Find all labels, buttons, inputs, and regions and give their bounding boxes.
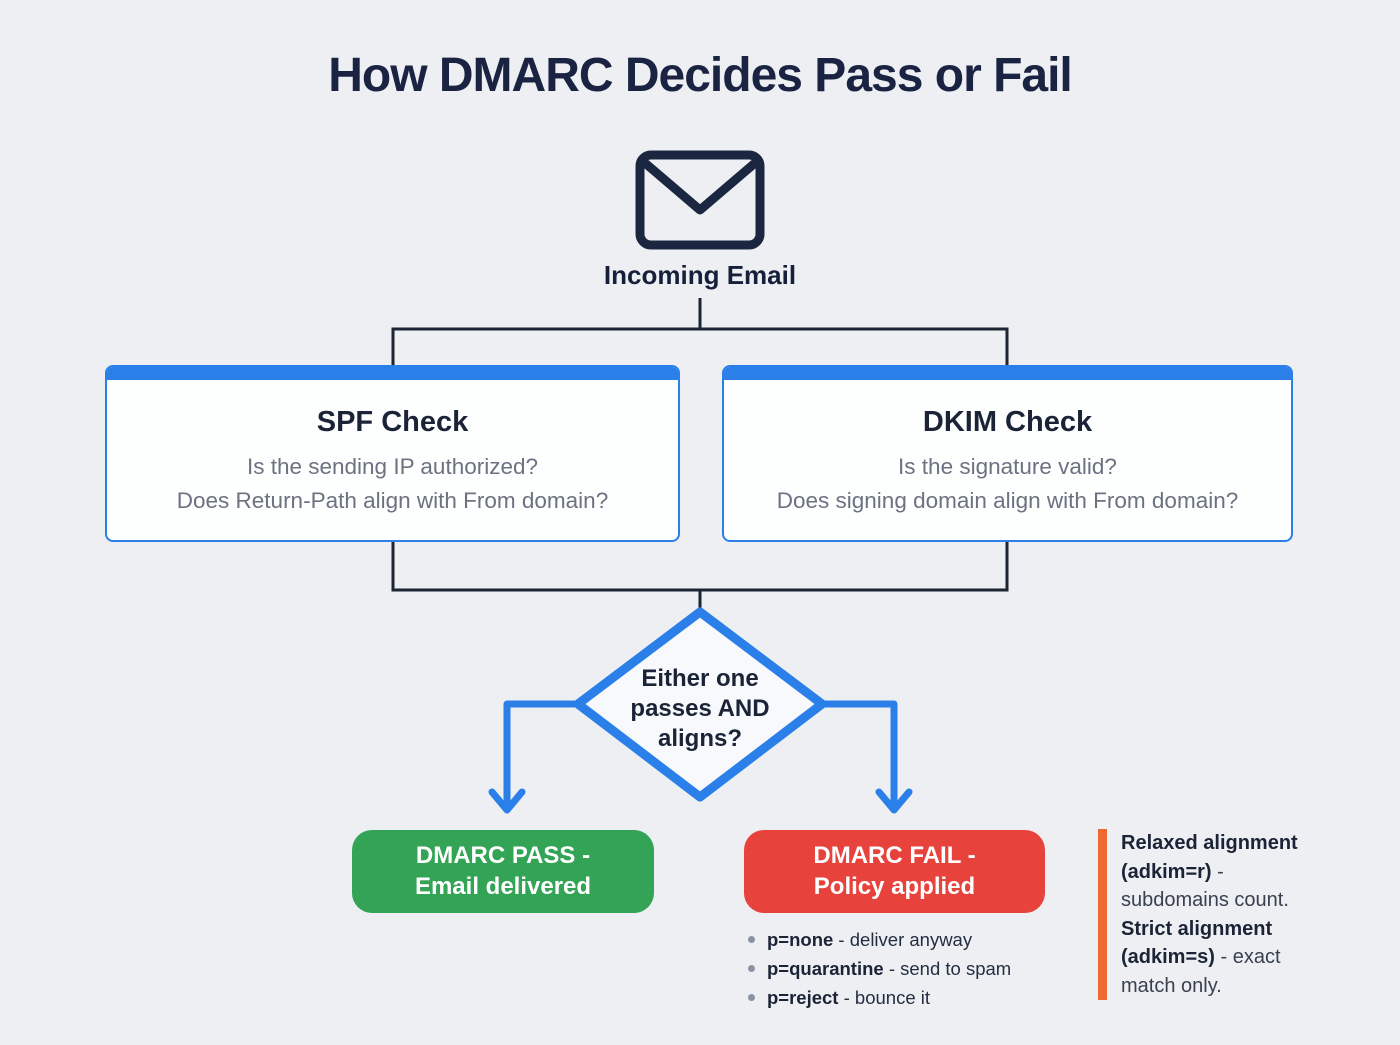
alignment-note: Relaxed alignment (adkim=r) - subdomains…	[1098, 829, 1335, 1000]
spf-check-description: Is the sending IP authorized? Does Retur…	[107, 450, 678, 518]
dkim-check-description: Is the signature valid? Does signing dom…	[724, 450, 1291, 518]
bullet-dot	[748, 965, 755, 972]
fail-result-line1: DMARC FAIL -	[813, 842, 976, 869]
bullet-text: p=none - deliver anyway	[767, 929, 973, 950]
policy-bullet-1: p=quarantine - send to spam	[748, 957, 1011, 980]
spf-check-line1: Is the sending IP authorized?	[246, 454, 539, 479]
spf-box-top-bar	[107, 367, 678, 380]
dmarc-fail-result: DMARC FAIL - Policy applied	[744, 830, 1045, 913]
pass-result-line2: Email delivered	[414, 873, 592, 900]
dkim-check-line1: Is the signature valid?	[898, 454, 1117, 479]
dmarc-pass-result: DMARC PASS - Email delivered	[352, 830, 654, 913]
note-accent-bar	[1098, 829, 1107, 1000]
decision-line2: passes AND	[630, 695, 770, 722]
bullet-text: p=quarantine - send to spam	[767, 958, 1012, 979]
note-text: Relaxed alignment (adkim=r) - subdomains…	[1121, 832, 1298, 997]
dkim-check-title: DKIM Check	[922, 406, 1093, 438]
dkim-box-top-bar	[724, 367, 1291, 380]
bullet-dot	[748, 994, 755, 1001]
decision-line1: Either one	[641, 665, 759, 692]
policy-bullet-0: p=none - deliver anyway	[748, 928, 1011, 951]
policy-bullet-list: p=none - deliver anyway p=quarantine - se…	[748, 928, 1011, 1015]
policy-bullet-2: p=reject - bounce it	[748, 986, 1011, 1009]
decision-line3: aligns?	[657, 725, 742, 752]
dkim-check-line2: Does signing domain align with From doma…	[776, 488, 1239, 513]
dkim-check-box: DKIM Check Is the signature valid? Does …	[722, 365, 1293, 542]
envelope-icon	[635, 150, 765, 250]
arrow-to-pass	[503, 700, 578, 810]
pass-result-line1: DMARC PASS -	[415, 842, 591, 869]
arrow-to-pass-head	[488, 788, 526, 814]
spf-check-line2: Does Return-Path align with From domain?	[176, 488, 609, 513]
decision-question: Either one passes AND aligns?	[590, 664, 810, 754]
spf-check-box: SPF Check Is the sending IP authorized? …	[105, 365, 680, 542]
bullet-dot	[748, 936, 755, 943]
arrow-to-fail	[822, 700, 898, 810]
decision-diamond	[573, 607, 827, 802]
incoming-email-label: Incoming Email	[603, 260, 797, 290]
arrow-to-fail-head	[875, 788, 913, 814]
page-title: How DMARC Decides Pass or Fail	[328, 49, 1073, 102]
fail-result-line2: Policy applied	[813, 873, 976, 900]
bullet-text: p=reject - bounce it	[767, 987, 931, 1008]
spf-check-title: SPF Check	[316, 406, 469, 438]
